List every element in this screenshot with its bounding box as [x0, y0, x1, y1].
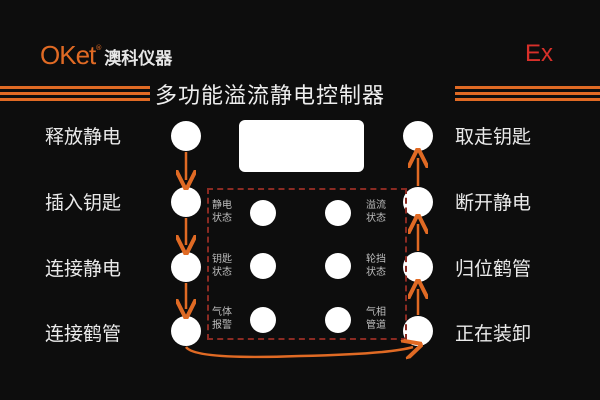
- reset-arm-light[interactable]: [403, 252, 433, 282]
- indicator-label: 气体报警: [212, 307, 232, 331]
- brand-logo: OKet ® 澳科仪器: [40, 40, 172, 71]
- display-screen: [239, 120, 364, 172]
- right-step-label: 取走钥匙: [455, 126, 532, 148]
- arrow-curve-icon: [184, 347, 413, 357]
- gas-alarm-light[interactable]: [250, 307, 276, 333]
- key-status-light[interactable]: [250, 253, 276, 279]
- page-title: 多功能溢流静电控制器: [155, 84, 386, 109]
- indicator-label: 溢流状态: [366, 200, 386, 224]
- static-status-light[interactable]: [250, 200, 276, 226]
- header-stripes-left: [0, 86, 150, 101]
- overflow-status-light[interactable]: [325, 200, 351, 226]
- logo-cn: 澳科仪器: [104, 49, 173, 69]
- right-step-label: 归位鹤管: [455, 258, 532, 280]
- header-stripes-right: [455, 86, 600, 101]
- connect-static-light[interactable]: [171, 252, 201, 282]
- insert-key-light[interactable]: [171, 187, 201, 217]
- left-step-label: 释放静电: [45, 126, 122, 148]
- indicator-label: 钥匙状态: [212, 254, 232, 278]
- status-group-box: [207, 188, 407, 340]
- left-step-label: 连接静电: [45, 258, 122, 280]
- wheel-chock-status-light[interactable]: [325, 253, 351, 279]
- ex-mark: Ex: [525, 40, 554, 67]
- vapor-line-light[interactable]: [325, 307, 351, 333]
- indicator-label: 轮挡状态: [366, 254, 386, 278]
- left-step-label: 插入钥匙: [45, 192, 122, 214]
- connect-arm-light[interactable]: [171, 316, 201, 346]
- left-step-label: 连接鹤管: [45, 323, 122, 345]
- release-static-light[interactable]: [171, 121, 201, 151]
- remove-key-light[interactable]: [403, 121, 433, 151]
- indicator-label: 气相管道: [366, 307, 386, 331]
- logo-en: OKet: [40, 40, 96, 70]
- disconnect-static-light[interactable]: [403, 187, 433, 217]
- right-step-label: 正在装卸: [455, 323, 532, 345]
- right-step-label: 断开静电: [455, 192, 532, 214]
- indicator-label: 静电状态: [212, 200, 232, 224]
- logo-registered: ®: [95, 44, 103, 52]
